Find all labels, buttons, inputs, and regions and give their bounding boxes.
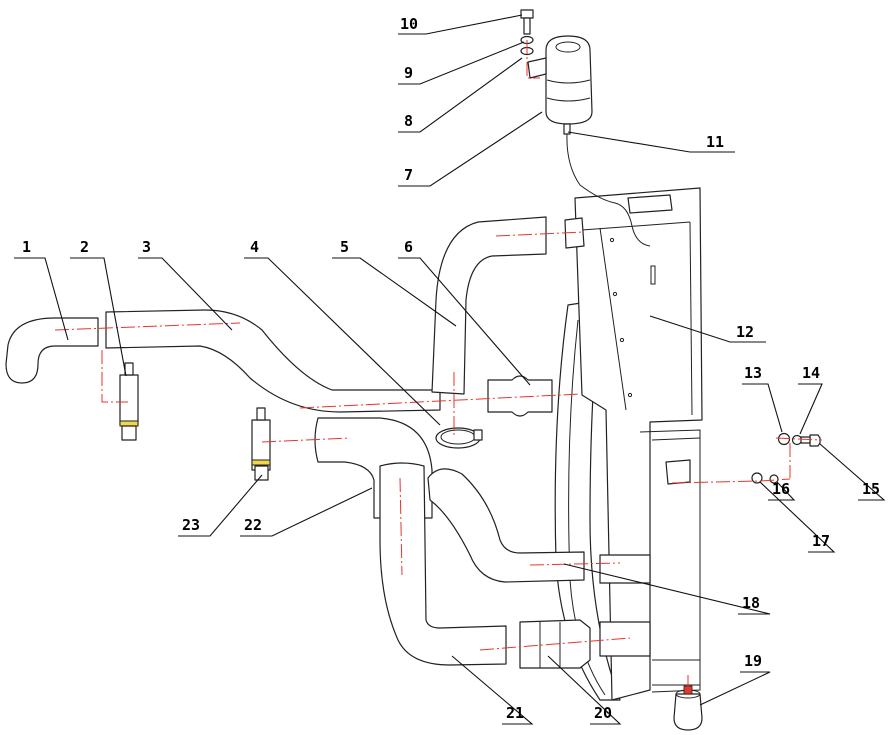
- callout-4: 4: [250, 238, 259, 256]
- callout-22: 22: [244, 516, 262, 534]
- callout-9: 9: [404, 64, 413, 82]
- radiator-assembly: [554, 187, 703, 701]
- callout-6: 6: [404, 238, 413, 256]
- callout-12: 12: [736, 323, 754, 341]
- callout-5: 5: [340, 238, 349, 256]
- temperature-sensor-2: [119, 362, 139, 441]
- callout-18: 18: [742, 594, 760, 612]
- callout-10: 10: [400, 15, 418, 33]
- temperature-sensor-23: [251, 407, 271, 481]
- hose-branch-3: [105, 309, 441, 413]
- callout-23: 23: [182, 516, 200, 534]
- drain-plug-19: [673, 685, 703, 731]
- callout-17: 17: [812, 532, 830, 550]
- hose-clamp-4: [435, 427, 483, 449]
- callout-labels: 1 2 3 4 5 6 7 8 9 10 11 12 13 14 15 16 1…: [22, 15, 880, 722]
- callout-2: 2: [80, 238, 89, 256]
- expansion-tank: [527, 35, 651, 247]
- connector-6: [487, 375, 553, 417]
- fastener-set: [751, 432, 821, 484]
- callout-13: 13: [744, 364, 762, 382]
- callout-15: 15: [862, 480, 880, 498]
- hose-elbow-1: [5, 317, 99, 384]
- hose-21: [379, 462, 507, 666]
- callout-21: 21: [506, 704, 524, 722]
- callout-14: 14: [802, 364, 820, 382]
- tank-bolt: [520, 9, 534, 35]
- callout-20: 20: [594, 704, 612, 722]
- callout-3: 3: [142, 238, 151, 256]
- leader-lines: [14, 14, 886, 725]
- callout-11: 11: [706, 133, 724, 151]
- hose-upper-5: [431, 216, 547, 395]
- callout-1: 1: [22, 238, 31, 256]
- callout-7: 7: [404, 166, 413, 184]
- assembly-centerlines: [54, 40, 823, 690]
- hose-18: [427, 468, 585, 583]
- callout-19: 19: [744, 652, 762, 670]
- callout-8: 8: [404, 112, 413, 130]
- callout-16: 16: [772, 480, 790, 498]
